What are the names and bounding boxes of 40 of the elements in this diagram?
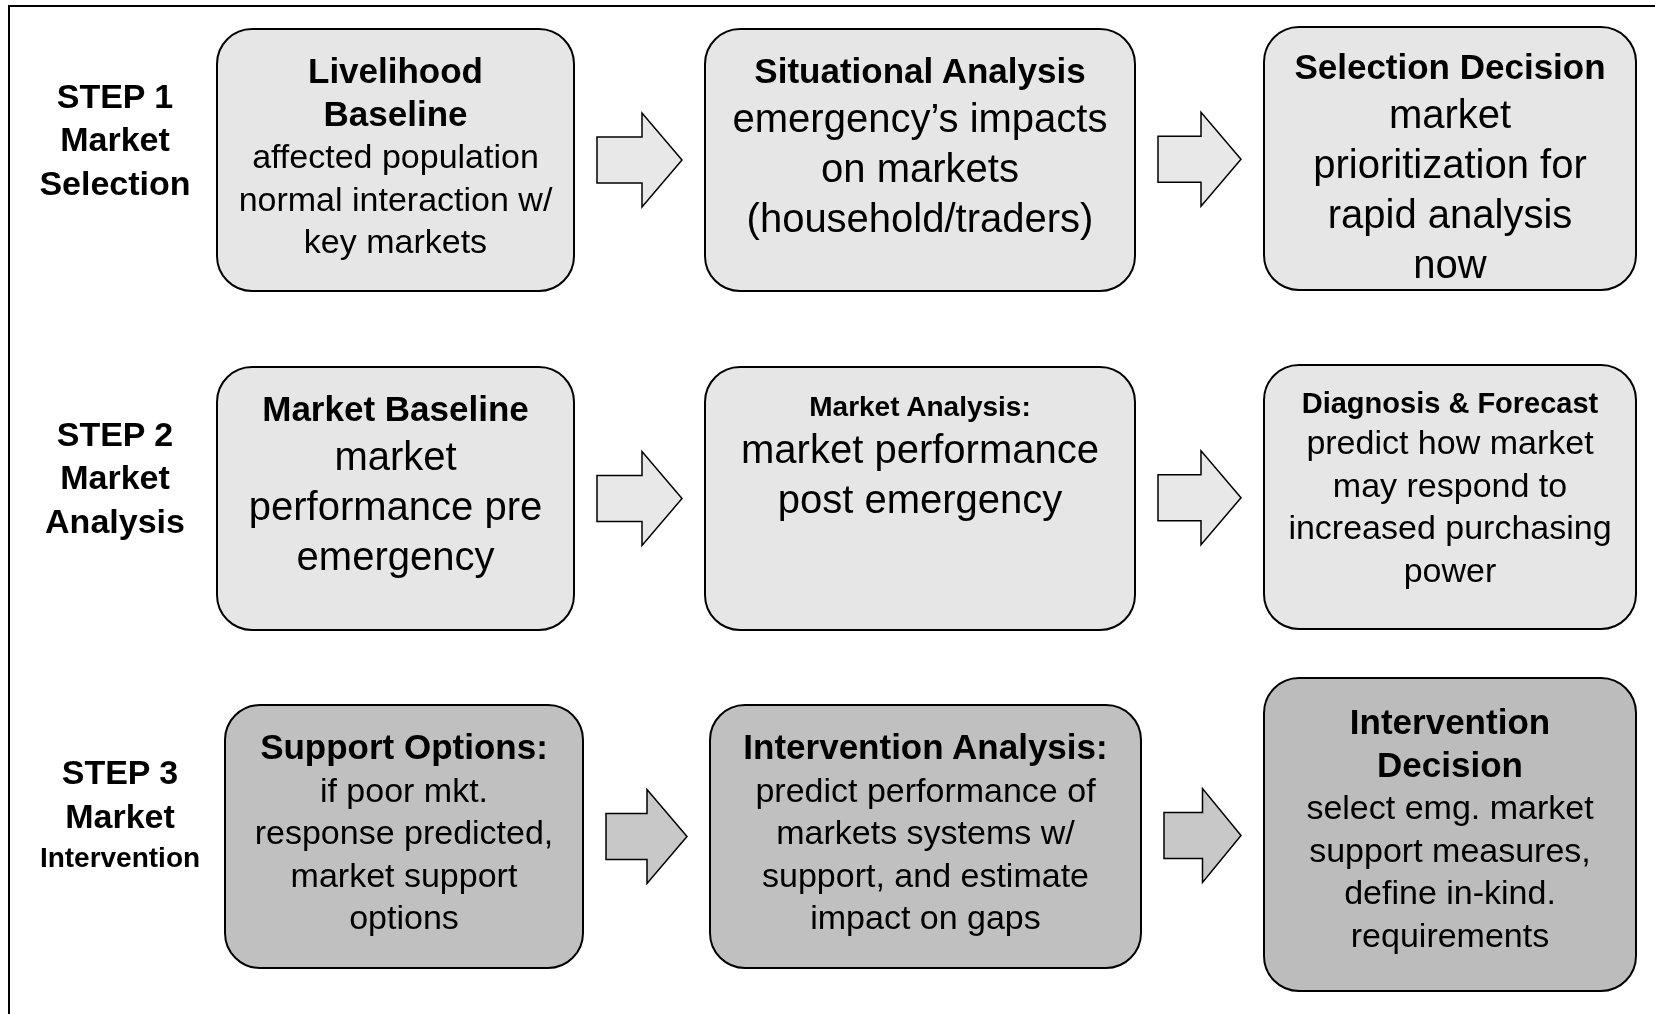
step-label: STEP 2 bbox=[55, 414, 175, 455]
box-description: market performance post emergency bbox=[740, 426, 1100, 524]
process-box bbox=[216, 366, 575, 631]
box-heading: Market Baseline bbox=[262, 388, 529, 430]
box-heading: Livelihood Baseline bbox=[307, 50, 484, 135]
step-label: Market Selection bbox=[38, 119, 192, 205]
step-label: Market Analysis bbox=[44, 457, 186, 543]
block-arrow bbox=[596, 449, 683, 548]
box-heading: Intervention Analysis: bbox=[743, 726, 1108, 768]
block-arrow bbox=[1157, 110, 1242, 209]
process-box bbox=[704, 28, 1136, 292]
box-description: if poor mkt. response predicted, market support options bbox=[254, 769, 554, 939]
box-heading: Support Options: bbox=[260, 726, 548, 768]
process-box bbox=[1263, 26, 1637, 291]
box-description: select emg. market support measures, define in-kind. requirements bbox=[1305, 787, 1595, 956]
box-heading: Intervention Decision bbox=[1348, 701, 1552, 786]
box-description: emergency’s impacts on markets (household/traders) bbox=[731, 94, 1109, 242]
process-box bbox=[216, 28, 575, 292]
step-label: Intervention bbox=[38, 841, 202, 875]
step-label: Market bbox=[64, 796, 176, 837]
block-arrow bbox=[596, 110, 683, 210]
box-description: affected population normal interaction w/ key markets bbox=[237, 136, 554, 263]
block-arrow bbox=[1163, 786, 1242, 885]
block-arrow bbox=[1157, 448, 1242, 547]
process-box bbox=[704, 366, 1136, 631]
box-description: market performance pre emergency bbox=[247, 432, 544, 580]
process-box bbox=[1263, 677, 1637, 992]
step-label: STEP 1 bbox=[55, 76, 175, 117]
box-heading: Market Analysis: bbox=[809, 390, 1031, 424]
step-label: STEP 3 bbox=[60, 752, 180, 793]
box-heading: Situational Analysis bbox=[754, 50, 1086, 92]
box-description: market prioritization for rapid analysis now bbox=[1312, 90, 1588, 288]
process-box bbox=[709, 704, 1142, 969]
box-heading: Diagnosis & Forecast bbox=[1301, 386, 1599, 421]
box-description: predict performance of markets systems w/ support, and estimate impact on gaps bbox=[754, 769, 1097, 939]
box-description: predict how market may respond to increased purchasing power bbox=[1287, 422, 1613, 591]
block-arrow bbox=[605, 787, 688, 886]
process-box bbox=[1263, 364, 1637, 630]
process-box bbox=[224, 704, 584, 969]
box-heading: Selection Decision bbox=[1294, 46, 1606, 88]
